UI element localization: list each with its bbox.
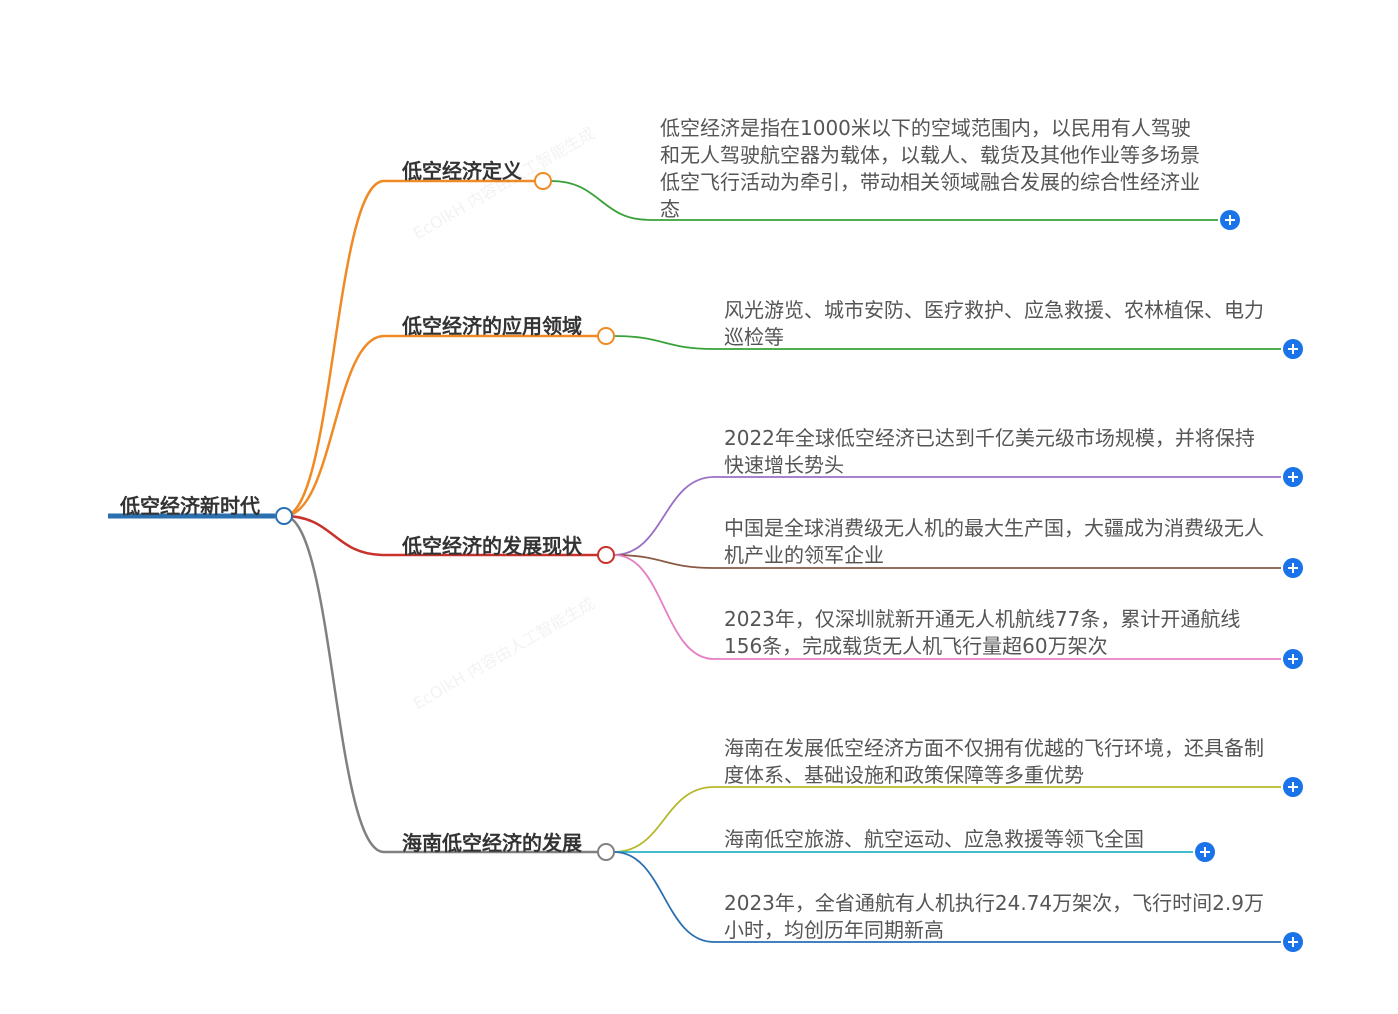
expand-button[interactable]	[1283, 649, 1303, 669]
leaf-text-shenzhen-routes[interactable]: 2023年，仅深圳就新开通无人机航线77条，累计开通航线156条，完成载货无人机…	[724, 607, 1241, 658]
leaf-text-market-scale[interactable]: 2022年全球低空经济已达到千亿美元级市场规模，并将保持快速增长势头	[724, 426, 1255, 477]
connectors	[108, 179, 1281, 943]
leaf-connector	[613, 554, 715, 569]
expand-buttons	[275, 172, 1303, 952]
branch-node-toggle[interactable]	[597, 327, 615, 345]
branch-connector	[283, 514, 385, 557]
expand-button[interactable]	[1283, 339, 1303, 359]
leaf-connector	[613, 851, 715, 943]
expand-button[interactable]	[1283, 558, 1303, 578]
branch-node-toggle[interactable]	[597, 843, 615, 861]
expand-button[interactable]	[1283, 932, 1303, 952]
leaf-text-drone-production[interactable]: 中国是全球消费级无人机的最大生产国，大疆成为消费级无人机产业的领军企业	[724, 516, 1264, 567]
leaf-connector	[613, 786, 715, 853]
branch-node-toggle[interactable]	[534, 172, 552, 190]
expand-button[interactable]	[1283, 777, 1303, 797]
branch-node-toggle[interactable]	[597, 546, 615, 564]
leaf-text-hainan-flights[interactable]: 2023年，全省通航有人机执行24.74万架次，飞行时间2.9万小时，均创历年同…	[724, 891, 1264, 942]
branch-label-applications[interactable]: 低空经济的应用领域	[402, 314, 582, 338]
leaf-text-hainan-advantages[interactable]: 海南在发展低空经济方面不仅拥有优越的飞行环境，还具备制度体系、基础设施和政策保障…	[724, 736, 1264, 787]
leaf-connector	[613, 476, 715, 556]
leaf-text-applications[interactable]: 风光游览、城市安防、医疗救护、应急救援、农林植保、电力巡检等	[724, 298, 1264, 349]
branch-label-hainan[interactable]: 海南低空经济的发展	[402, 831, 582, 855]
root-node-toggle[interactable]	[275, 507, 293, 525]
branch-connector	[283, 179, 385, 518]
expand-button[interactable]	[1195, 842, 1215, 862]
expand-button[interactable]	[1220, 210, 1240, 230]
branch-label-definition[interactable]: 低空经济定义	[402, 159, 522, 183]
root-node-label[interactable]: 低空经济新时代	[120, 494, 260, 518]
branch-connector	[283, 514, 385, 854]
leaf-connector	[550, 180, 651, 221]
expand-button[interactable]	[1283, 467, 1303, 487]
leaf-connector	[613, 554, 715, 660]
leaf-text-definition[interactable]: 低空经济是指在1000米以下的空域范围内，以民用有人驾驶和无人驾驶航空器为载体，…	[660, 116, 1200, 221]
branch-label-status[interactable]: 低空经济的发展现状	[402, 534, 582, 558]
leaf-connector	[613, 335, 715, 350]
leaf-text-hainan-leading[interactable]: 海南低空旅游、航空运动、应急救援等领飞全国	[724, 827, 1144, 851]
branch-connector	[283, 334, 385, 518]
